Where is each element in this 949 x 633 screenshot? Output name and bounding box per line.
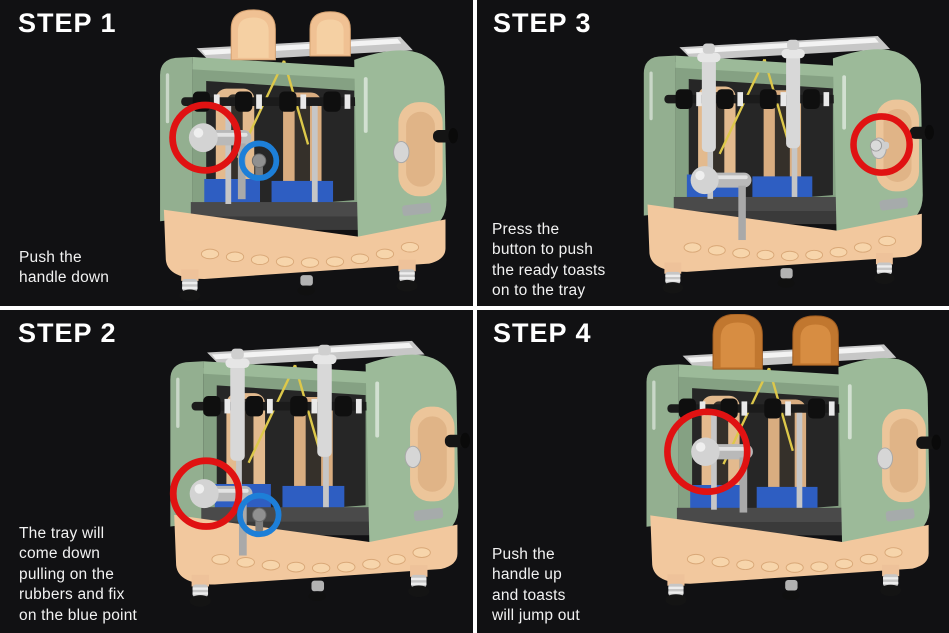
step-caption-4: Push the handle up and toasts will jump … <box>492 546 580 625</box>
red-annotation-circle <box>169 457 243 530</box>
blue-annotation-circle <box>238 140 280 181</box>
step-caption-2: The tray will come down pulling on the r… <box>19 525 138 624</box>
red-annotation-circle <box>850 113 913 176</box>
toaster-illustration-step-1 <box>112 6 458 304</box>
red-annotation-circle <box>169 101 242 174</box>
step-caption-3: Press the button to push the ready toast… <box>492 221 606 300</box>
panel-step-2: STEP 2 The tray will come down pulling o… <box>0 310 473 633</box>
toaster-illustration-step-3 <box>597 6 934 296</box>
toaster-svg-step-4 <box>645 314 941 607</box>
toaster-svg-step-2 <box>169 339 470 608</box>
red-annotation-circle <box>664 408 751 495</box>
panel-step-4: STEP 4 Push the handle up and toasts wil… <box>477 310 949 633</box>
toaster-body-use <box>645 343 941 607</box>
step-title-2: STEP 2 <box>18 318 117 348</box>
panel-step-1: STEP 1 Push the handle down <box>0 0 473 306</box>
panel-step-3: STEP 3 Press the button to push the read… <box>477 0 949 306</box>
step-title-1: STEP 1 <box>18 8 117 38</box>
step-caption-1: Push the handle down <box>19 249 110 287</box>
step-title-3: STEP 3 <box>493 8 592 38</box>
toaster-illustration-step-4 <box>599 314 941 609</box>
toaster-illustration-step-2 <box>122 310 470 610</box>
toaster-svg-step-1 <box>158 9 458 303</box>
toaster-svg-step-3 <box>642 34 934 295</box>
step-title-4: STEP 4 <box>493 318 592 348</box>
blue-annotation-circle <box>237 492 282 538</box>
